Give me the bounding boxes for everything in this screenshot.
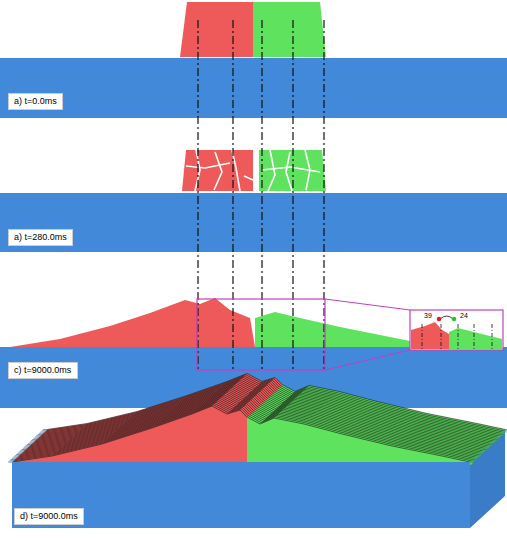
base-slice-edge	[15, 455, 19, 456]
base-slice-edge	[490, 443, 494, 444]
crack	[244, 176, 253, 180]
base-slice-edge	[30, 442, 34, 443]
base-slice-edge	[471, 460, 475, 461]
panel-label-box: a) t=0.0ms	[8, 93, 63, 110]
base-slice-edge	[20, 450, 24, 451]
base-slice-edge	[32, 439, 36, 440]
zoom-leader	[325, 350, 410, 370]
callout-number: 39	[424, 312, 432, 320]
foundation-front	[12, 462, 470, 528]
base-slice-edge	[497, 437, 501, 438]
base-slice-edge	[36, 435, 40, 436]
panel-label: d) t=9000.0ms	[20, 511, 78, 522]
base-slice-edge	[478, 454, 482, 455]
base-slice-edge	[17, 453, 21, 454]
inset-reference-line	[422, 324, 423, 349]
red-deposit	[10, 298, 255, 347]
zoom-frame	[197, 299, 325, 370]
base-slice-edge	[19, 452, 23, 453]
base-slice-edge	[11, 459, 15, 460]
crack	[186, 163, 230, 168]
base-slice-edge	[12, 458, 16, 459]
zoom-inset	[410, 310, 503, 350]
base-slice-edge	[26, 445, 30, 446]
crack	[262, 167, 320, 172]
base-slice-edge	[31, 440, 35, 441]
base-slice-edge	[493, 440, 497, 441]
red-dam	[180, 2, 253, 57]
base-slice-edge	[35, 437, 39, 438]
foundation-layer	[0, 58, 507, 118]
base-slice-edge	[42, 430, 46, 431]
base-slice-edge	[38, 434, 42, 435]
inset-green	[449, 328, 502, 349]
base-slice-edge	[22, 449, 26, 450]
foundation-layer	[0, 193, 507, 252]
particle-dot	[452, 317, 457, 322]
base-slice-edge	[13, 457, 17, 458]
panel-label-box: d) t=9000.0ms	[14, 508, 84, 525]
green-slice	[247, 417, 470, 466]
reference-line	[292, 20, 293, 372]
base-slice-edge	[498, 435, 502, 436]
crack	[268, 150, 275, 191]
base-slice-edge	[481, 452, 485, 453]
red-dam-fractured	[182, 150, 253, 191]
base-slice-edge	[39, 433, 43, 434]
base-slice-edge	[470, 462, 474, 463]
base-slice-edge	[473, 459, 477, 460]
base-slice-edge	[24, 447, 28, 448]
zoom-leader	[325, 299, 410, 310]
panel-label: c) t=9000.0ms	[14, 365, 72, 376]
base-slice-edge	[27, 444, 31, 445]
reference-line	[232, 20, 233, 372]
base-slice-edge	[16, 454, 20, 455]
profile-line	[12, 406, 470, 462]
inset-reference-line	[458, 324, 459, 349]
base-slice-edge	[40, 432, 44, 433]
callout-number: 24	[460, 312, 468, 320]
base-slice-edge	[479, 453, 483, 454]
inset-reference-line	[492, 324, 493, 349]
inset-reference-line	[474, 324, 475, 349]
base-slice-edge	[475, 457, 479, 458]
inset-red	[411, 322, 449, 349]
base-slice-edge	[488, 445, 492, 446]
particle-dot	[437, 317, 442, 322]
crack	[214, 152, 222, 190]
base-slice-edge	[8, 462, 12, 463]
base-slice-edge	[500, 434, 504, 435]
reference-line	[261, 20, 262, 372]
base-slice-edge	[9, 460, 13, 461]
base-slice-edge	[477, 455, 481, 456]
panel-label-box: a) t=280.0ms	[8, 229, 73, 246]
base-slice-edge	[23, 448, 27, 449]
panel-label: a) t=0.0ms	[14, 96, 57, 107]
base-slice-edge	[494, 439, 498, 440]
base-slice-edge	[484, 449, 488, 450]
base-slice-edge	[502, 432, 506, 433]
link-arc	[440, 316, 453, 319]
base-slice-edge	[492, 442, 496, 443]
base-slice-edge	[34, 438, 38, 439]
base-slice-edge	[486, 447, 490, 448]
base-slice-edge	[489, 444, 493, 445]
base-slice-edge	[43, 429, 47, 430]
base-slice-edge	[482, 450, 486, 451]
inset-reference-line	[441, 324, 442, 349]
base-slice-edge	[28, 443, 32, 444]
panel-label-box: c) t=9000.0ms	[8, 362, 78, 379]
base-slice-edge	[496, 438, 500, 439]
crack	[286, 152, 292, 191]
panel-label: a) t=280.0ms	[14, 232, 67, 243]
base-slice-edge	[485, 448, 489, 449]
base-slice-edge	[501, 433, 505, 434]
base-slice-edge	[504, 430, 507, 431]
base-slice-edge	[505, 429, 507, 430]
base-slice-edge	[474, 458, 478, 459]
green-dam	[253, 2, 326, 57]
